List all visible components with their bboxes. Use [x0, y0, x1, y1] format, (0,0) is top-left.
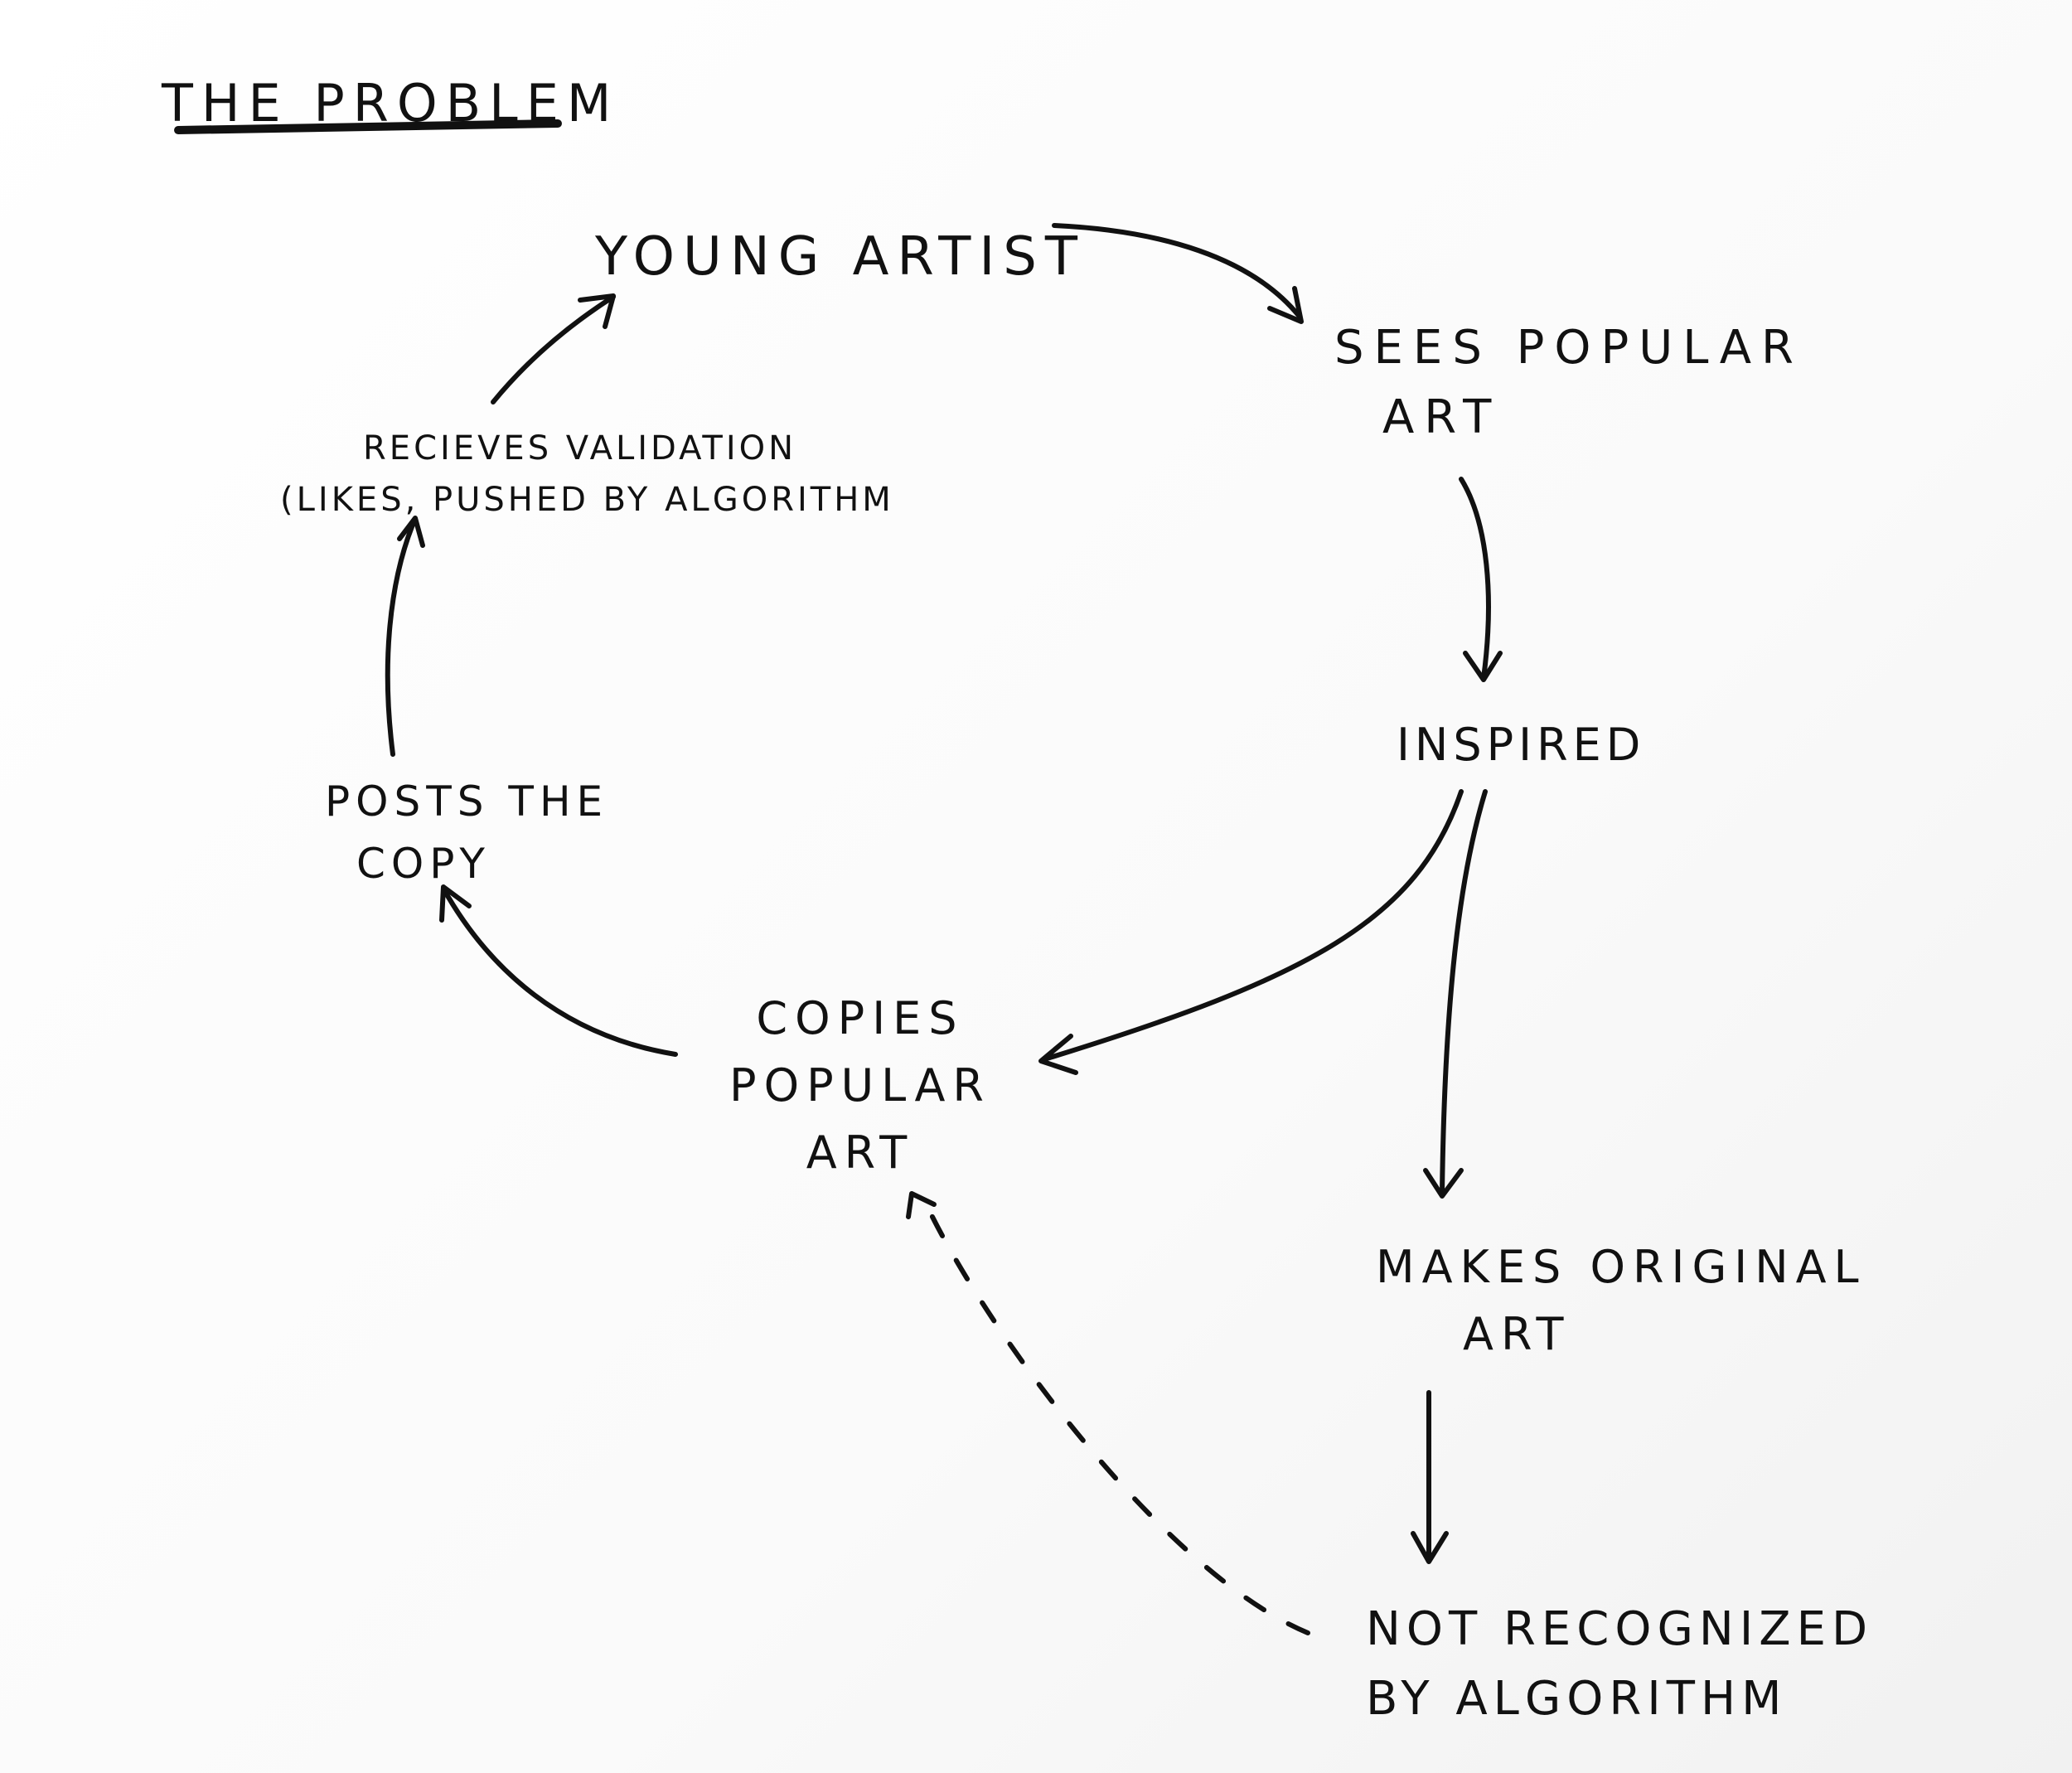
node-line: RECIEVES VALIDATION: [363, 429, 797, 467]
arrow-validation-to-young: [491, 293, 616, 404]
node-line: NOT RECOGNIZED: [1366, 1602, 1874, 1656]
node-line: ART: [1382, 390, 1502, 444]
node-line: ART: [1463, 1308, 1571, 1360]
node-sees-popular-art: SEES POPULAR ART: [1334, 313, 1803, 453]
arrow-inspired-to-makes: [1423, 789, 1488, 1199]
node-line: (LIKES, PUSHED BY ALGORITHM: [280, 481, 894, 519]
node-line: POPULAR: [729, 1059, 991, 1112]
arrow-young-to-sees: [1052, 223, 1304, 324]
arrow-makes-to-notrec: [1411, 1390, 1449, 1564]
node-line: COPY: [356, 840, 491, 888]
arrow-posts-to-validation: [385, 516, 425, 757]
node-posts-the-copy: POSTS THE COPY: [325, 771, 608, 895]
node-young-artist: YOUNG ARTIST: [595, 226, 1086, 288]
node-copies-popular-art: COPIES POPULAR ART: [729, 985, 991, 1186]
arrow-inspired-to-copies: [1038, 789, 1464, 1075]
arrow-copies-to-posts: [439, 884, 678, 1057]
node-line: ART: [806, 1126, 915, 1179]
node-line: COPIES: [756, 992, 965, 1044]
arrow-sees-to-inspired: [1459, 477, 1503, 682]
node-line: SEES POPULAR: [1334, 321, 1803, 375]
node-line: MAKES ORIGINAL: [1376, 1241, 1866, 1293]
node-makes-original-art: MAKES ORIGINAL ART: [1376, 1233, 1866, 1368]
node-not-recognized: NOT RECOGNIZED BY ALGORITHM: [1366, 1595, 1873, 1734]
node-recieves-validation: RECIEVES VALIDATION (LIKES, PUSHED BY AL…: [280, 423, 894, 526]
node-line: POSTS THE: [325, 778, 609, 826]
arrow-notrec-to-copies-dashed: [906, 1191, 1310, 1635]
node-inspired: INSPIRED: [1397, 719, 1646, 771]
node-line: BY ALGORITHM: [1366, 1672, 1788, 1726]
